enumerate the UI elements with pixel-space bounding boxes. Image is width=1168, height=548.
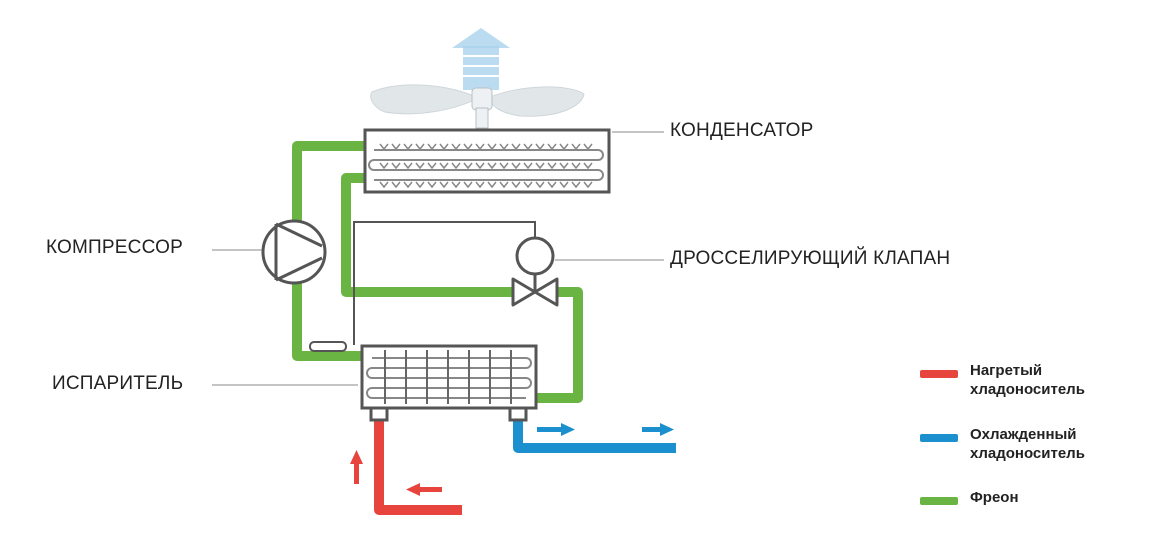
legend-swatch-cold bbox=[920, 434, 958, 442]
legend-item-hot: Нагретый хладоноситель bbox=[920, 361, 1085, 399]
compressor-label: КОМПРЕССОР bbox=[46, 237, 183, 258]
legend-item-cold: Охлажденный хладоноситель bbox=[920, 425, 1085, 463]
legend-text-freon: Фреон bbox=[970, 489, 1019, 506]
fan-icon bbox=[370, 84, 585, 129]
evaporator-label: ИСПАРИТЕЛЬ bbox=[52, 373, 184, 394]
condenser-label: КОНДЕНСАТОР bbox=[670, 120, 814, 141]
legend-swatch-freon bbox=[920, 497, 958, 505]
valve-control-line bbox=[309, 221, 536, 352]
legend-text-cold: Охлажденный хладоноситель bbox=[970, 426, 1085, 462]
legend-item-freon: Фреон bbox=[920, 488, 1019, 507]
compressor-icon bbox=[261, 219, 327, 285]
hot-coolant-line bbox=[350, 418, 462, 515]
legend-text-hot: Нагретый хладоноситель bbox=[970, 362, 1085, 398]
freon-line bbox=[292, 141, 583, 403]
valve-icon bbox=[511, 236, 559, 307]
legend-swatch-hot bbox=[920, 370, 958, 378]
leader-lines bbox=[212, 131, 664, 386]
airflow-arrow-icon bbox=[452, 28, 510, 90]
flow-arrow-icon bbox=[537, 423, 674, 436]
throttle-valve-label: ДРОССЕЛИРУЮЩИЙ КЛАПАН bbox=[670, 248, 951, 269]
evaporator bbox=[360, 344, 538, 422]
flow-arrow-icon bbox=[350, 450, 442, 496]
condenser bbox=[363, 128, 611, 194]
cold-coolant-line bbox=[513, 418, 676, 453]
